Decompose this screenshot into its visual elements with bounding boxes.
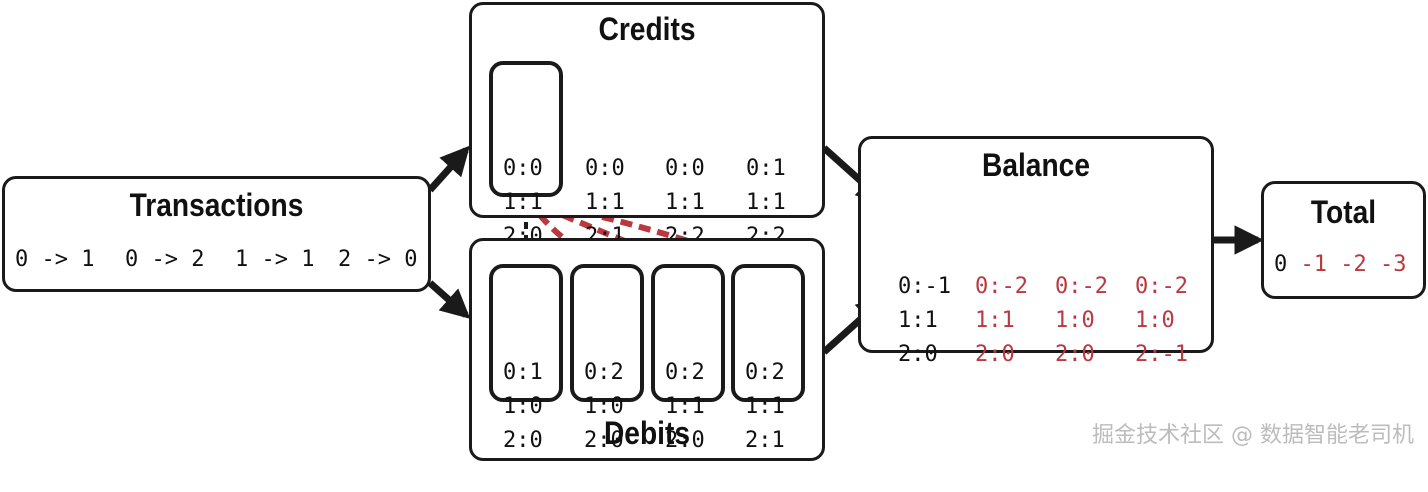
debits-state-box <box>489 264 563 402</box>
debits-state-box <box>731 264 805 402</box>
total-value: -1 <box>1300 252 1328 277</box>
watermark: 掘金技术社区 @ 数据智能老司机 <box>1092 423 1414 448</box>
credits-title: Credits <box>598 11 696 47</box>
total-value: -3 <box>1380 252 1407 277</box>
debits-title: Debits <box>603 415 691 451</box>
total-box: Total 0 -1 -2 -3 <box>1261 181 1426 299</box>
debits-state-box <box>651 264 725 402</box>
arrow-transactions-to-debits <box>427 280 471 319</box>
credits-initial-state-box <box>489 61 563 197</box>
transaction-item: 2 -> 0 <box>338 247 418 272</box>
total-title: Total <box>1310 194 1377 230</box>
balance-box: Balance <box>858 136 1214 353</box>
total-value: -2 <box>1340 252 1367 277</box>
transactions-box: Transactions 0 -> 1 0 -> 2 1 -> 1 2 -> 0 <box>2 176 431 292</box>
transaction-item: 0 -> 1 <box>15 247 95 272</box>
transactions-title: Transactions <box>129 187 304 223</box>
debits-state-box <box>570 264 644 402</box>
arrow-transactions-to-credits <box>427 145 470 193</box>
balance-title: Balance <box>981 147 1090 183</box>
total-value: 0 <box>1274 252 1288 277</box>
transaction-item: 0 -> 2 <box>125 247 205 272</box>
total-values: 0 -1 -2 -3 <box>1274 248 1407 282</box>
transaction-item: 1 -> 1 <box>235 247 315 272</box>
